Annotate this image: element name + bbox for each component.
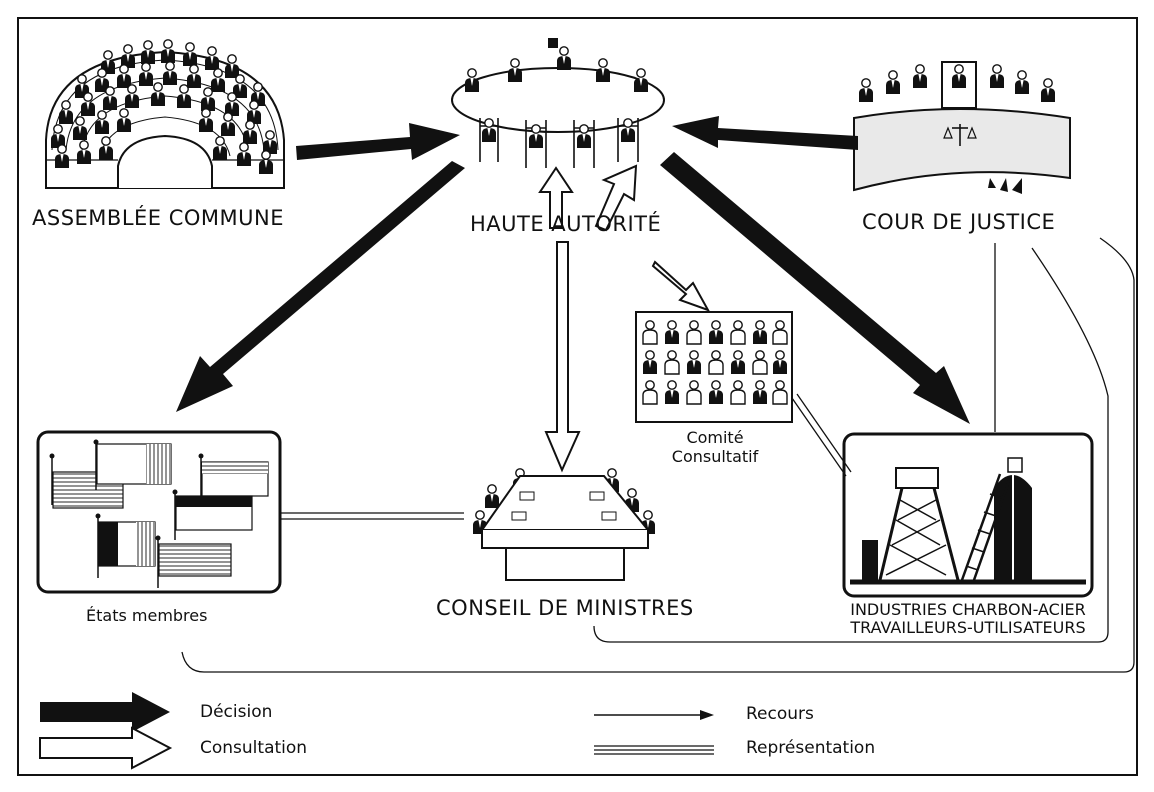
etats-illustration — [36, 430, 282, 594]
industries-label: INDUSTRIES CHARBON-ACIER TRAVAILLEURS-UT… — [830, 601, 1106, 637]
arrow-haute-to-etats — [176, 161, 465, 412]
recours-lines — [181, 237, 1135, 673]
haute-autorite-illustration — [451, 38, 665, 168]
industries-label-line2: TRAVAILLEURS-UTILISATEURS — [850, 618, 1086, 637]
arrow-haute-to-conseil — [544, 241, 581, 473]
arrow-comite-to-haute — [594, 164, 638, 232]
arrow-assemblee-to-haute — [296, 123, 460, 160]
legend-representation-line — [594, 745, 714, 755]
comite-label-line1: Comité — [686, 428, 744, 447]
etats-label: États membres — [86, 606, 208, 625]
arrow-haute-to-industries — [660, 152, 970, 424]
legend-decision-label: Décision — [200, 702, 273, 722]
consultation-arrows — [538, 164, 711, 473]
legend-consultation-label: Consultation — [200, 738, 308, 758]
legend-consultation-arrow — [39, 726, 173, 770]
decision-arrows — [176, 116, 970, 424]
haute-autorite-label: HAUTE AUTORITÉ — [470, 212, 662, 236]
arrow-conseil-to-haute — [538, 166, 574, 229]
outer-frame — [17, 17, 1138, 776]
comite-label-line2: Consultatif — [671, 447, 759, 466]
cour-label: COUR DE JUSTICE — [862, 210, 1056, 234]
assemblee-label: ASSEMBLÉE COMMUNE — [32, 206, 285, 230]
arrow-haute-to-comite — [651, 260, 711, 312]
conseil-label: CONSEIL DE MINISTRES — [436, 596, 694, 620]
comite-illustration — [635, 311, 793, 423]
assemblee-illustration — [45, 39, 285, 189]
legend-recours-label: Recours — [746, 704, 814, 724]
comite-label: Comité Consultatif — [660, 428, 770, 466]
arrow-cour-to-haute — [672, 116, 858, 150]
recours-arrowheads — [988, 178, 1022, 194]
legend-symbols — [39, 692, 714, 770]
conseil-illustration — [472, 468, 656, 581]
representation-lines — [280, 393, 852, 520]
industries-label-line1: INDUSTRIES CHARBON-ACIER — [850, 600, 1086, 619]
cour-illustration — [853, 61, 1071, 192]
industries-illustration — [842, 432, 1094, 598]
legend-representation-label: Représentation — [746, 738, 876, 758]
legend-decision-arrow — [40, 692, 170, 732]
